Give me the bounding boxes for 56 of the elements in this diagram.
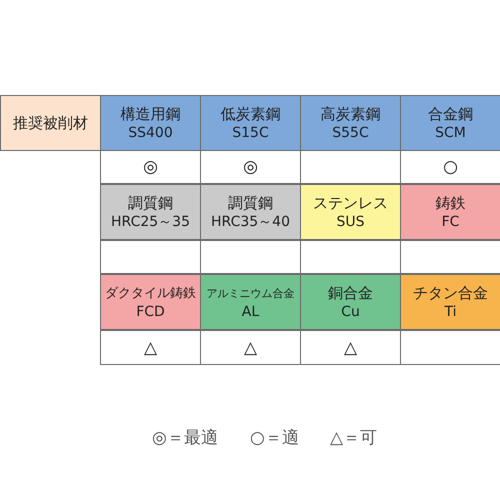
material-cell <box>200 274 301 330</box>
material-name: 調質鋼 <box>128 194 173 212</box>
blank-cell <box>100 240 201 274</box>
blank-cell <box>300 240 401 274</box>
header-text: 推奨被削材 <box>13 114 88 132</box>
legend-text: ○＝適 <box>250 427 299 449</box>
material-name: 銅合金 <box>328 284 373 302</box>
rating-symbol: ○ <box>443 157 458 177</box>
blank-cell <box>400 330 500 365</box>
material-cell <box>300 184 401 240</box>
material-cell <box>400 274 500 330</box>
material-code: Cu <box>341 302 360 320</box>
legend-text: ◎＝最適 <box>152 427 218 449</box>
material-cell <box>300 274 401 330</box>
material-code: SS400 <box>128 124 173 142</box>
material-name: チタン合金 <box>413 284 488 302</box>
rating-symbol: ◎ <box>143 157 158 177</box>
rating-cell <box>100 150 201 184</box>
material-code: Ti <box>444 302 456 320</box>
material-name: 鋳鉄 <box>436 194 466 212</box>
material-name: ステンレス <box>313 194 388 212</box>
material-code: HRC25～35 <box>111 212 190 230</box>
rating-cell <box>300 330 401 365</box>
material-name: 調質鋼 <box>228 194 273 212</box>
rating-cell <box>200 330 301 365</box>
blank-cell <box>400 240 500 274</box>
material-code: S15C <box>232 124 269 142</box>
material-code: FCD <box>136 302 165 320</box>
material-cell <box>100 274 201 330</box>
material-code: FC <box>442 212 460 230</box>
material-name: ダクタイル鋳鉄 <box>105 284 196 302</box>
material-cell <box>200 184 301 240</box>
material-cell <box>200 95 301 151</box>
material-cell <box>400 184 500 240</box>
material-cell <box>400 95 500 151</box>
material-code: SUS <box>336 212 365 230</box>
material-cell <box>100 184 201 240</box>
material-name: 構造用鋼 <box>120 104 180 124</box>
material-name: アルミニウム合金 <box>206 286 294 302</box>
legend-text: △＝可 <box>330 427 378 449</box>
material-cell <box>100 95 201 151</box>
rating-symbol: △ <box>244 338 258 358</box>
material-cell <box>300 95 401 151</box>
material-code: HRC35～40 <box>211 212 290 230</box>
material-name: 低炭素鋼 <box>220 104 280 124</box>
material-code: AL <box>242 302 260 320</box>
material-name: 高炭素鋼 <box>320 104 380 124</box>
blank-cell <box>200 240 301 274</box>
material-code: S55C <box>332 124 369 142</box>
header-cell <box>0 95 101 151</box>
material-code: SCM <box>435 124 466 142</box>
rating-symbol: △ <box>344 338 358 358</box>
rating-cell <box>100 330 201 365</box>
rating-symbol: ◎ <box>243 157 258 177</box>
rating-symbol: △ <box>144 338 158 358</box>
material-name: 合金鋼 <box>428 104 473 124</box>
